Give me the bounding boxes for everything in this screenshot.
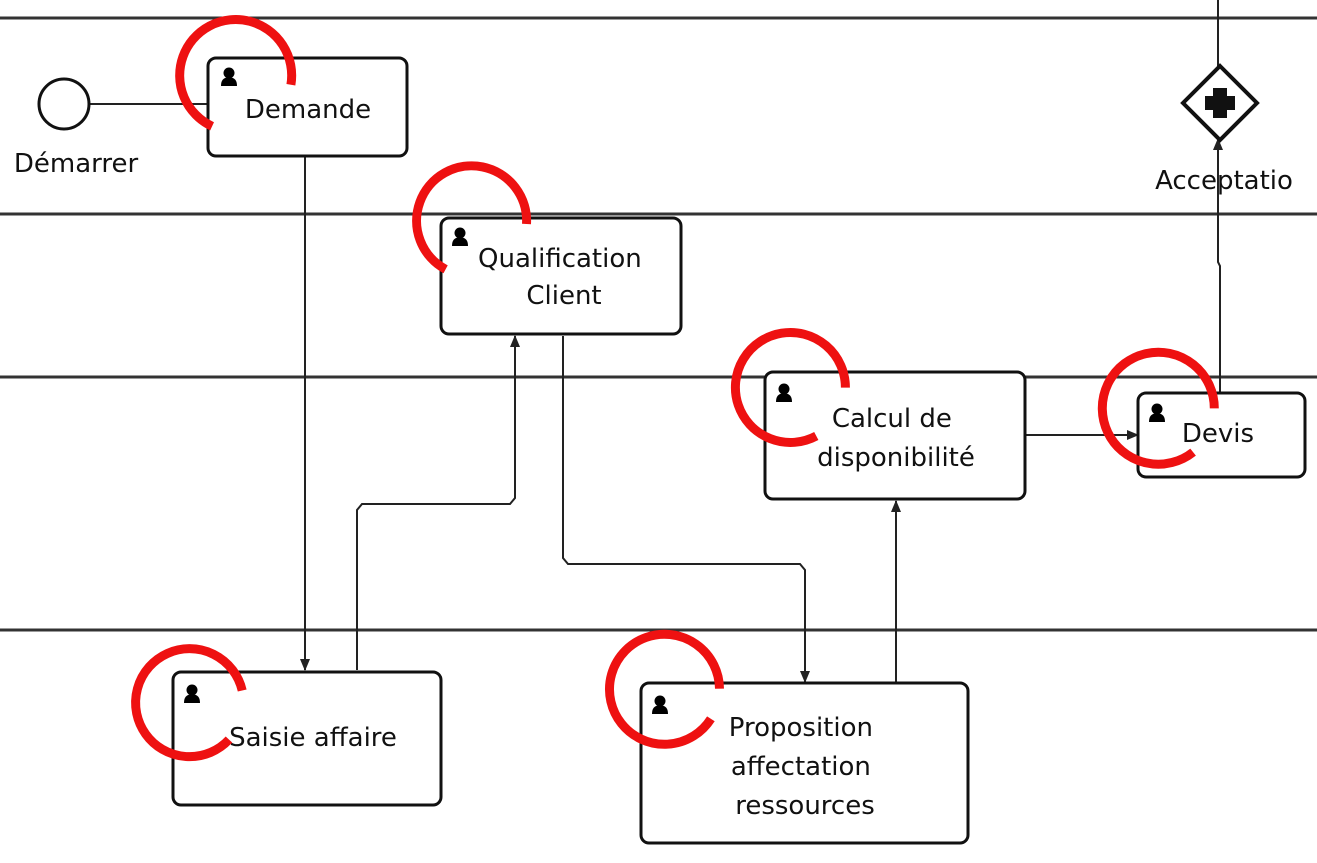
task-box[interactable]	[171, 670, 443, 807]
highlight-ring	[605, 629, 724, 749]
start-event-label: Démarrer	[14, 149, 139, 179]
task-label: Calcul de disponibilité	[817, 404, 975, 473]
highlight-ring	[730, 327, 850, 447]
task-label: Demande	[245, 95, 371, 125]
task-label-line: Client	[526, 281, 601, 311]
task-box[interactable]	[639, 681, 970, 845]
plus-icon-horizontal	[1205, 96, 1235, 110]
start-event[interactable]: Démarrer	[14, 77, 139, 179]
task-label: Proposition affectation ressources	[729, 713, 882, 821]
task-box[interactable]	[206, 56, 409, 158]
swimlane-dividers	[0, 16, 1317, 632]
start-event-circle[interactable]	[37, 77, 91, 131]
task-qualification-client[interactable]: Qualification Client	[412, 161, 683, 336]
task-label-line: Demande	[245, 95, 371, 125]
flow-devis-to-gateway	[1213, 138, 1223, 393]
task-label-line: Devis	[1182, 419, 1254, 449]
flow-qualification-to-proposition	[562, 336, 810, 683]
highlight-ring	[412, 161, 532, 274]
task-label-line: Qualification	[478, 244, 642, 274]
task-label-line: disponibilité	[817, 443, 975, 473]
task-box[interactable]	[763, 370, 1027, 501]
task-proposition-affectation[interactable]: Proposition affectation ressources	[605, 629, 970, 845]
task-label-line: ressources	[735, 791, 875, 821]
task-devis[interactable]: Devis	[1097, 347, 1307, 479]
parallel-gateway[interactable]: Acceptatio	[1155, 63, 1293, 196]
task-label: Qualification Client	[478, 244, 650, 311]
task-label-line: Proposition	[729, 713, 873, 743]
task-label-line: affectation	[731, 752, 871, 782]
task-label: Devis	[1182, 419, 1254, 449]
task-box[interactable]	[439, 216, 683, 336]
task-label-line: Saisie affaire	[229, 723, 397, 753]
task-calcul-disponibilite[interactable]: Calcul de disponibilité	[730, 327, 1027, 501]
task-label: Saisie affaire	[229, 723, 397, 753]
highlight-ring	[131, 644, 247, 762]
sequence-flows	[90, 0, 1223, 683]
gateway-label: Acceptatio	[1155, 166, 1293, 196]
highlight-ring	[175, 15, 297, 131]
flow-saisie-to-qualification	[356, 335, 520, 670]
highlight-ring	[1097, 347, 1219, 469]
task-saisie-affaire[interactable]: Saisie affaire	[131, 644, 443, 807]
task-demande[interactable]: Demande	[175, 15, 409, 158]
task-label-line: Calcul de	[832, 404, 952, 434]
